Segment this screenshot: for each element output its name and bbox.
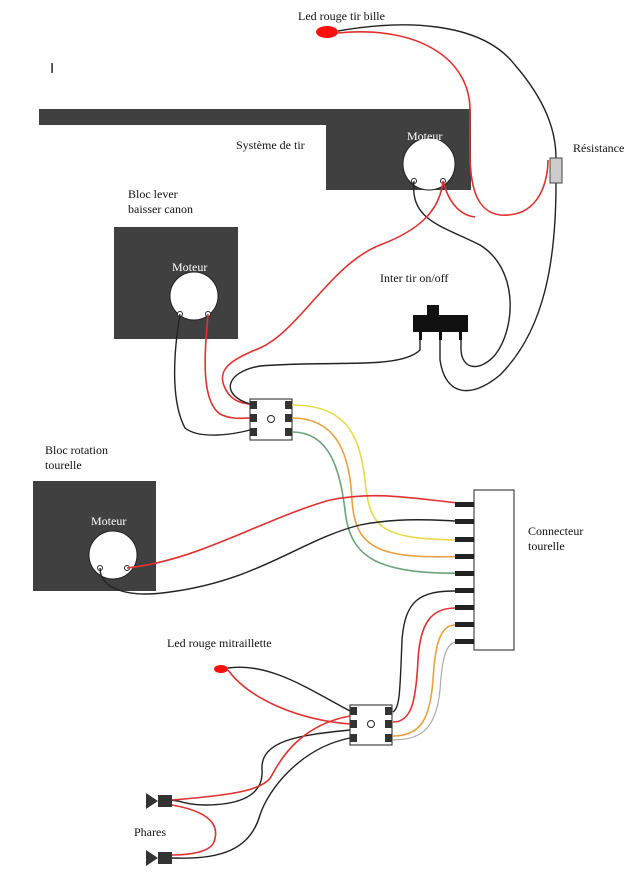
junction-pin xyxy=(250,414,257,422)
label-canon-motor: Moteur xyxy=(172,260,208,274)
label-firing-switch: Inter tir on/off xyxy=(380,271,449,285)
junction-screw xyxy=(367,720,375,728)
label-firing-system: Système de tir xyxy=(236,138,305,152)
label-rotation-motor: Moteur xyxy=(91,514,127,528)
junction-pin xyxy=(250,401,257,409)
label-resistor: Résistance xyxy=(573,141,625,155)
turret-rotation-box xyxy=(33,481,156,591)
label-headlights: Phares xyxy=(134,825,166,839)
label-turret-rotation-1: Bloc rotation xyxy=(45,443,108,457)
label-led-machinegun: Led rouge mitraillette xyxy=(167,636,272,650)
junction-pin xyxy=(285,414,292,422)
resistor xyxy=(549,157,563,184)
junction-pin xyxy=(385,720,392,728)
junction-pin xyxy=(350,720,357,728)
headlight-bottom xyxy=(146,850,172,866)
junction-pin xyxy=(250,428,257,436)
firing-motor xyxy=(402,137,456,191)
label-turret-connector-1: Connecteur xyxy=(528,524,584,538)
junction-pin xyxy=(350,734,357,742)
junction-pin xyxy=(285,428,292,436)
label-firing-motor: Moteur xyxy=(407,129,443,143)
junction-screw xyxy=(267,415,275,423)
label-turret-rotation-2: tourelle xyxy=(45,458,82,472)
firing-switch xyxy=(413,305,468,340)
label-turret-connector-2: tourelle xyxy=(528,539,565,553)
connector-pins xyxy=(455,502,474,644)
label-led-firing: Led rouge tir bille xyxy=(298,9,385,23)
label-canon-lift-1: Bloc lever xyxy=(128,187,178,201)
junction-pin xyxy=(385,707,392,715)
led-firing xyxy=(316,26,338,38)
canon-barrel xyxy=(39,109,337,125)
cursor-mark: I xyxy=(50,60,55,77)
turret-connector xyxy=(473,489,515,651)
junction-pin xyxy=(385,734,392,742)
label-canon-lift-2: baisser canon xyxy=(128,202,193,216)
junction-pin xyxy=(285,401,292,409)
canon-motor xyxy=(169,271,219,321)
headlight-top xyxy=(146,793,172,809)
junction-pin xyxy=(350,707,357,715)
led-machinegun xyxy=(214,665,228,673)
rotation-motor xyxy=(88,530,138,580)
